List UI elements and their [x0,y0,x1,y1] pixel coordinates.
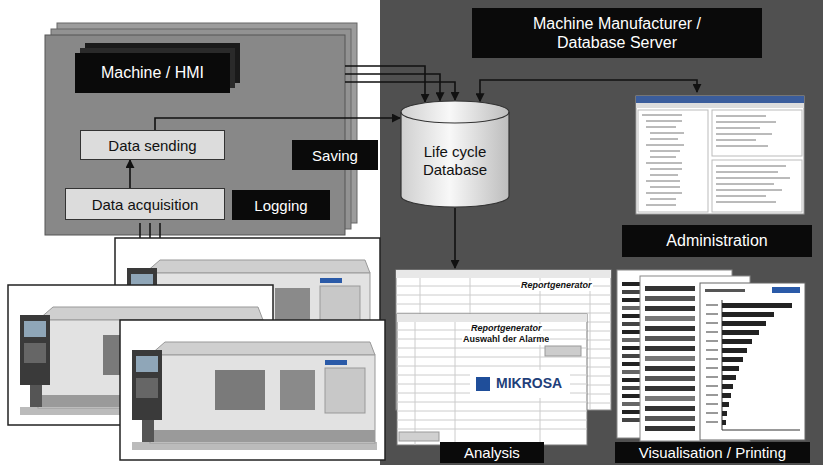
administration-screenshot [712,160,802,212]
screenshot-text: Reportgenerator [470,324,543,334]
administration-screenshot [716,166,790,202]
visualisation-area: Visualisation / Printing [600,268,815,463]
report-printout [722,312,774,317]
report-printout [722,330,759,335]
spreadsheet-screenshot [397,322,587,445]
analysis-area: Analysis [388,268,600,463]
server-panel-ground [380,0,823,465]
report-printout [645,426,695,431]
database-text: Life cycle Database [409,143,501,179]
spreadsheet-screenshot [545,346,581,356]
spreadsheet-screenshot [397,314,587,322]
administration-area: Administration [622,92,812,258]
administration-screenshot [636,103,804,108]
report-printout [645,306,695,311]
administration-screenshot [636,96,804,103]
report-printout [645,316,695,321]
flow-connector [345,74,440,100]
report-printout [722,348,747,353]
panel-heading: Machine Manufacturer / Database Server [472,8,762,58]
box-text: Data acquisition [92,196,199,213]
report-printout [706,305,718,422]
hmi-panel-stack [45,23,357,235]
report-printout [722,420,726,425]
report-printout [645,376,695,381]
spreadsheet-screenshot [396,270,611,278]
spreadsheet-screenshot [397,314,587,445]
report-printout [645,386,695,391]
flow-connector [345,66,425,102]
report-printout [645,336,695,341]
report-printout [645,396,695,401]
report-printout [700,283,805,440]
spreadsheet-screenshot [470,370,570,398]
screenshot-text: Auswahl der Alarme [462,335,550,345]
flow-connector [345,82,455,100]
report-printout [722,402,729,407]
database-cylinder: Life cycle Database [400,100,510,208]
flow-connector [155,118,400,130]
report-printout [645,416,695,421]
administration-screenshot [636,96,804,214]
flow-connector [454,208,456,268]
panel-heading: Machine / HMI [75,53,230,93]
cylinder-rim [401,112,509,123]
report-printout [722,303,792,308]
screenshot-text: Reportgenerator [520,281,593,291]
administration-screenshot [636,96,804,214]
administration-screenshot [716,116,776,146]
area-label: Analysis [440,442,544,463]
report-printout [722,366,739,371]
spreadsheet-screenshot [476,377,490,391]
server-panel: Life cycle DatabaseAdministrationAnalysi… [380,0,823,465]
report-printout [645,366,695,371]
hmi-panel-stack [45,35,345,235]
process-box: Data sending [80,130,225,160]
administration-screenshot [642,115,684,205]
administration-screenshot [712,110,802,156]
step-label-text: Logging [254,197,307,214]
report-printout [645,296,695,301]
report-printout [722,411,727,416]
step-label: Logging [232,190,330,220]
report-printout [722,339,752,344]
report-printout [722,357,743,362]
machine-photos [8,238,385,460]
report-printout [722,384,733,389]
spreadsheet-screenshot [399,432,439,441]
flow-connector [480,80,697,101]
spreadsheet-screenshot [396,270,611,445]
report-printout [645,356,695,361]
area-label: Administration [622,225,812,257]
report-printout [622,346,694,350]
report-printout [722,393,731,398]
step-label-text: Saving [312,147,358,164]
process-box: Data acquisition [65,188,225,220]
report-printout [645,406,695,411]
administration-screenshot [638,110,708,212]
step-label: Saving [292,140,378,170]
report-printout [645,346,695,351]
area-label: Visualisation / Printing [615,442,810,463]
report-printout [705,289,745,292]
report-printout [645,326,695,331]
machine-photos [120,320,385,460]
machine-panel: Data sendingData acquisition Logging Machi… [45,35,345,235]
report-printout [617,270,805,441]
screenshot-text: MIKROSA [495,376,563,391]
box-text: Data sending [108,137,196,154]
report-printout [645,286,695,291]
report-printout [722,321,766,326]
report-printout [722,375,736,380]
report-printout [622,386,706,390]
flow-connector [129,160,131,188]
cylinder-body [401,101,509,207]
report-printout [772,287,800,293]
report-printout [722,300,800,430]
